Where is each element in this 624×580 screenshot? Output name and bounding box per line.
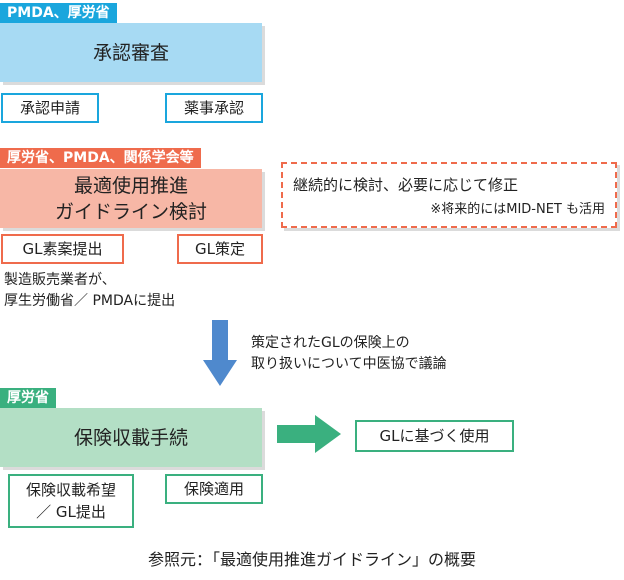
continuous-review-callout: 継続的に検討、必要に応じて修正 ※将来的にはMID-NET も活用: [281, 162, 617, 228]
callout-sub-text: ※将来的にはMID-NET も活用: [430, 202, 605, 217]
stage3-title-block: 保険収載手続: [0, 408, 262, 467]
down-arrow-icon: [203, 320, 237, 386]
stage2-title-line2: ガイドライン検討: [54, 200, 207, 223]
stage2-title-block: 最適使用推進 ガイドライン検討: [0, 169, 262, 228]
stage3-box-insurance-applied: 保険適用: [165, 474, 263, 504]
source-caption: 参照元：「最適使用推進ガイドライン」の概要: [147, 550, 476, 569]
stage2-submission-note: 製造販売業者が、 厚生労働省／ PMDAに提出: [4, 272, 176, 309]
right-arrow-icon: [277, 415, 341, 453]
stage3-box-left-line1: 保険収載希望: [25, 481, 116, 499]
stage2-title-line1: 最適使用推進: [73, 174, 188, 197]
stage3-tag: 厚労省: [0, 388, 56, 408]
stage1-title-block: 承認審査: [0, 23, 262, 82]
stage2-box-gl-draft-submission: GL素案提出: [1, 234, 124, 264]
gl-based-use-box: GLに基づく使用: [355, 420, 514, 452]
stage1-tag: PMDA、厚労省: [0, 3, 117, 23]
stage3-box-listing-request: 保険収載希望 ／ GL提出: [8, 474, 134, 528]
transition-note: 策定されたGLの保険上の 取り扱いについて中医協で議論: [251, 335, 447, 372]
stage1-box-approval-application: 承認申請: [1, 93, 99, 123]
callout-main-text: 継続的に検討、必要に応じて修正: [293, 176, 519, 194]
stage3-box-left-line2: ／ GL提出: [36, 503, 106, 521]
stage2-tag: 厚労省、PMDA、関係学会等: [0, 148, 201, 168]
stage1-box-regulatory-approval: 薬事承認: [165, 93, 263, 123]
stage2-box-gl-formulation: GL策定: [177, 234, 263, 264]
